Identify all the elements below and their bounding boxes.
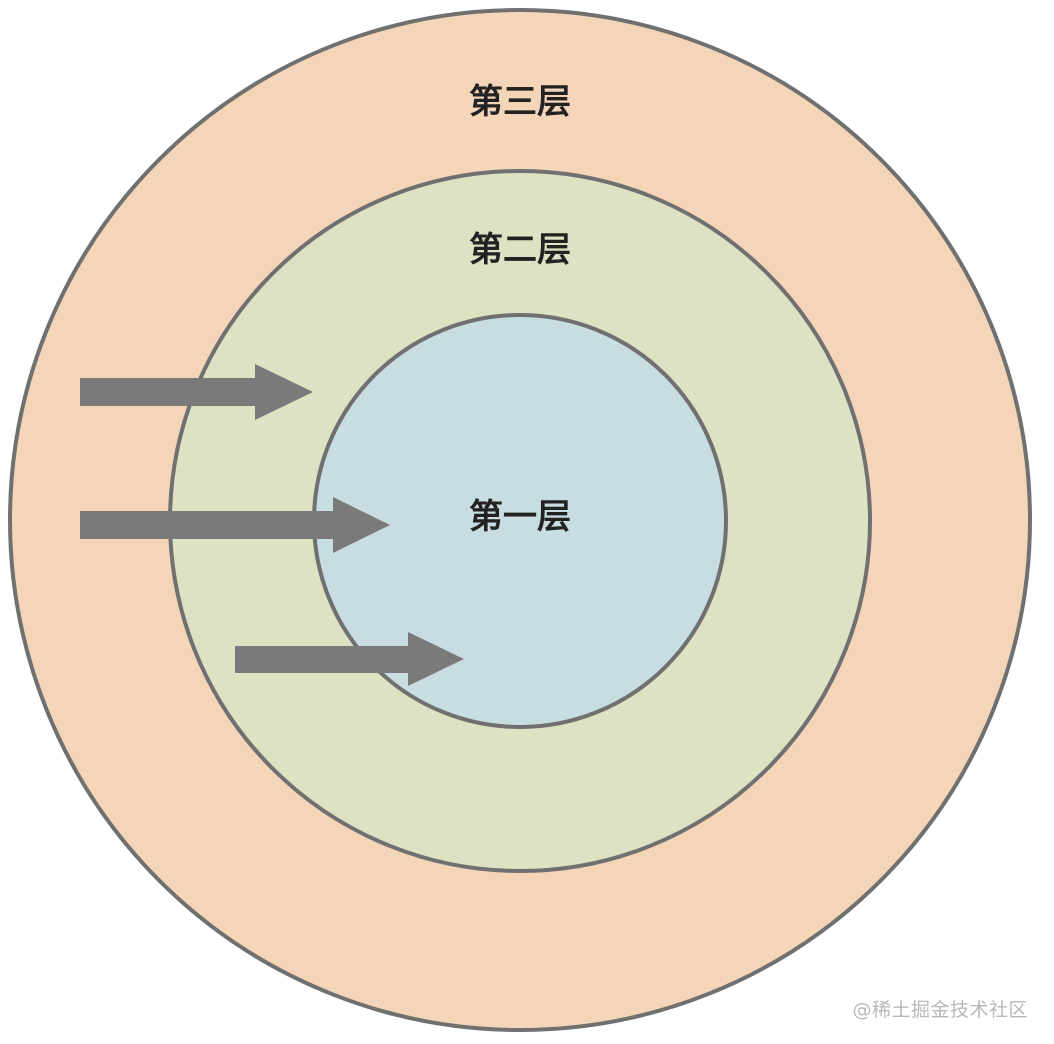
arrow-top [80, 364, 313, 420]
arrow-bottom [235, 632, 464, 686]
layer-two-label: 第二层 [469, 230, 571, 270]
layer-three-label: 第三层 [469, 82, 571, 122]
layer-one-label: 第一层 [469, 497, 571, 537]
arrow-middle [80, 497, 390, 553]
watermark: @稀土掘金技术社区 [852, 999, 1028, 1021]
